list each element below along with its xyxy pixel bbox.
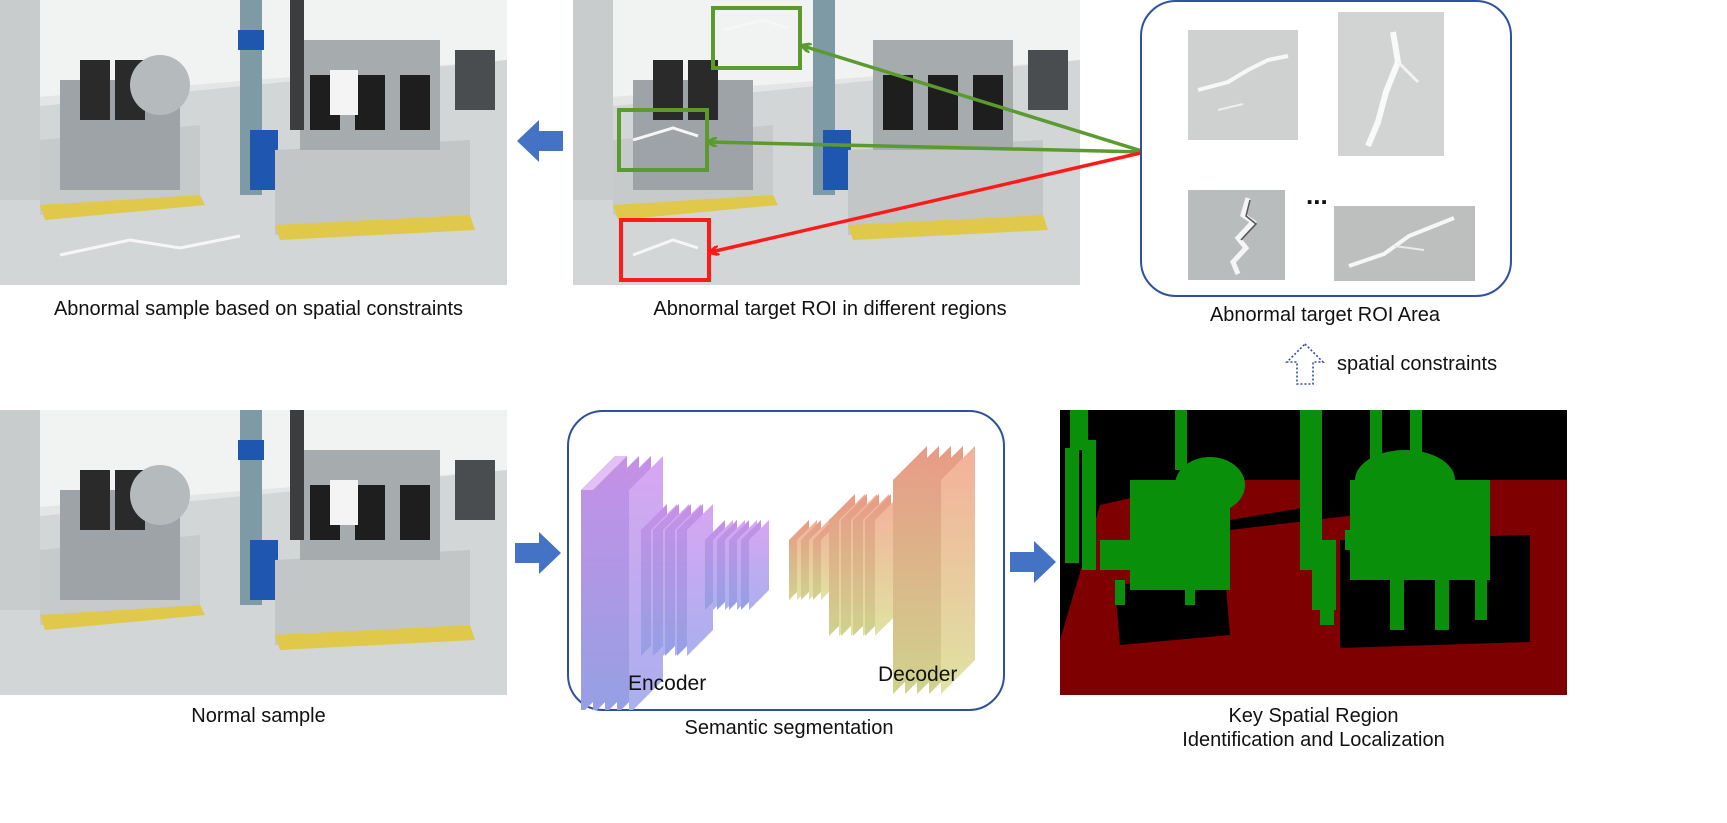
roi-thumbnail-1 <box>1188 30 1298 140</box>
caption-key-region-line1: Key Spatial Region <box>1228 705 1399 727</box>
abnormal-roi-image <box>573 0 1080 285</box>
encoder-layers <box>581 456 769 710</box>
arrow-red-bottom <box>711 150 1146 252</box>
arrow-right-icon-1 <box>515 532 561 574</box>
roi-thumbnail-4 <box>1334 206 1475 281</box>
arrow-right-icon-2 <box>1010 541 1056 583</box>
arrow-green-top <box>803 46 1146 154</box>
normal-sample-image <box>0 410 507 695</box>
caption-roi-area: Abnormal target ROI Area <box>1209 304 1441 326</box>
roi-box-red-bottom <box>619 218 711 282</box>
roi-thumbnail-2 <box>1338 12 1444 156</box>
roi-box-green-middle <box>617 108 709 172</box>
caption-key-region-line2: Identification and Localization <box>1182 729 1445 751</box>
caption-normal-sample: Normal sample <box>191 705 326 727</box>
arrow-up-dotted-icon <box>1285 342 1325 385</box>
roi-thumbnail-3 <box>1188 190 1285 280</box>
arrow-left-icon <box>517 120 563 162</box>
encoder-decoder-diagram <box>581 446 975 710</box>
caption-abnormal-roi: Abnormal target ROI in different regions <box>653 298 1007 320</box>
decoder-label: Decoder <box>878 663 958 686</box>
caption-spatial-constraints: spatial constraints <box>1337 353 1498 375</box>
roi-ellipsis: ... <box>1306 180 1328 210</box>
encoder-label: Encoder <box>628 672 707 695</box>
decoder-layers <box>789 446 975 694</box>
roi-box-green-top <box>711 6 802 70</box>
roi-annotation-overlay <box>617 6 1146 282</box>
caption-abnormal-sample: Abnormal sample based on spatial constra… <box>53 298 464 320</box>
arrow-green-middle <box>709 142 1146 154</box>
caption-semantic-segmentation: Semantic segmentation <box>684 717 894 739</box>
segmentation-mask-image <box>1060 410 1567 695</box>
abnormal-sample-image <box>0 0 507 285</box>
